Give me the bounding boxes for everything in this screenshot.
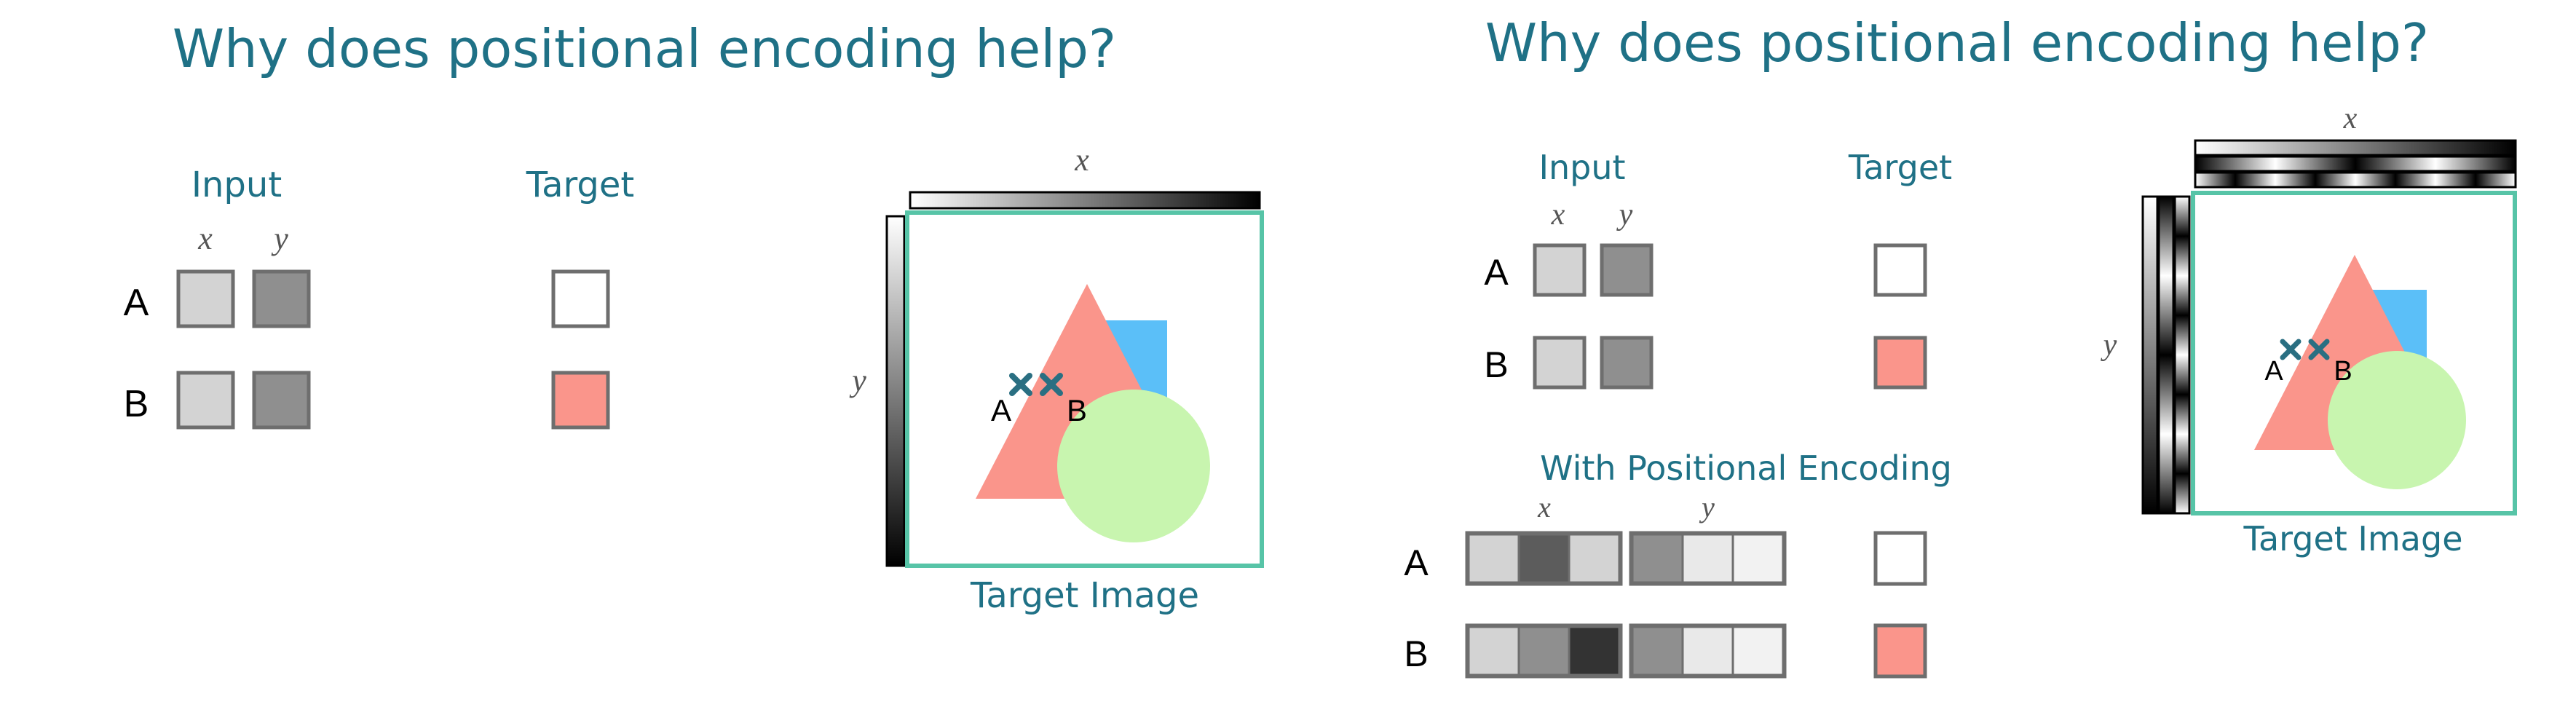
pe-row-a-x-cell	[1467, 533, 1520, 584]
pe-row-b-y-cell	[1731, 625, 1785, 676]
right-image-caption: Target Image	[2243, 519, 2463, 558]
left-marker-b-label: B	[1067, 393, 1087, 427]
left-row-b-label: B	[124, 383, 149, 425]
left-row-b-input-y	[252, 371, 311, 430]
left-green-circle	[1057, 390, 1210, 542]
left-row-a-input-x	[176, 269, 235, 328]
pe-row-a-y-cell	[1681, 533, 1734, 584]
right-row-a-label: A	[1484, 252, 1509, 293]
right-row-a-input-x	[1533, 243, 1587, 297]
left-marker-b-icon	[1040, 373, 1063, 396]
right-row-b-label: B	[1484, 344, 1508, 385]
right-x-bar-3	[2194, 171, 2517, 189]
pe-row-a-target	[1873, 531, 1927, 586]
pe-row-b-x-cell	[1517, 625, 1571, 676]
right-image-y-label: y	[2101, 328, 2117, 362]
right-image-x-label: x	[2343, 102, 2358, 135]
right-y-bar-1	[2141, 195, 2159, 515]
right-panel: Why does positional encoding help? Input…	[1404, 12, 2517, 679]
left-y-gradient-bar	[885, 215, 906, 567]
pe-row-b-x-group	[1465, 623, 1623, 679]
pe-row-b-y-cell	[1681, 625, 1734, 676]
pe-row-a-label: A	[1404, 542, 1429, 583]
pe-row-a-y-cell	[1631, 533, 1684, 584]
left-panel: Why does positional encoding help? Input…	[124, 18, 1264, 616]
pe-row-b-target	[1873, 623, 1927, 679]
pe-row-b-label: B	[1404, 633, 1428, 674]
right-marker-a-icon	[2280, 339, 2302, 360]
right-target-image: x y A B Target Image	[2101, 102, 2517, 558]
pe-row-a-x-cell	[1517, 533, 1571, 584]
pe-title: With Positional Encoding	[1540, 449, 1952, 488]
right-target-label: Target	[1848, 148, 1952, 187]
pe-y-label: y	[1699, 491, 1715, 524]
left-target-label: Target	[526, 165, 635, 205]
right-green-circle	[2328, 351, 2466, 489]
left-target-image: x y A B Target Image	[849, 142, 1264, 616]
left-row-b-target	[551, 371, 610, 430]
right-y-label: y	[1616, 198, 1633, 232]
right-y-bar-2	[2157, 195, 2175, 515]
pe-row-b-x-cell	[1568, 625, 1621, 676]
left-row-a-input-y	[252, 269, 311, 328]
right-input-label: Input	[1538, 148, 1625, 187]
left-image-y-label: y	[849, 363, 866, 398]
left-row-b-input-x	[176, 371, 235, 430]
pe-row-a-y-cell	[1731, 533, 1785, 584]
right-marker-a-label: A	[2264, 356, 2283, 387]
left-image-x-label: x	[1074, 142, 1089, 178]
right-x-bar-1	[2194, 139, 2517, 157]
pe-row-a-x-cell	[1568, 533, 1621, 584]
left-marker-a-label: A	[991, 393, 1011, 427]
left-row-a-target	[551, 269, 610, 328]
left-marker-a-icon	[1009, 373, 1032, 396]
left-x-label: x	[197, 221, 213, 256]
pe-row-a-y-group	[1629, 531, 1787, 586]
pe-row-b-y-cell	[1631, 625, 1684, 676]
pe-x-label: x	[1537, 491, 1551, 524]
left-y-label: y	[271, 221, 288, 256]
pe-row-b-x-cell	[1467, 625, 1520, 676]
left-image-caption: Target Image	[970, 575, 1199, 616]
right-x-label: x	[1551, 198, 1565, 232]
right-row-b-input-x	[1533, 336, 1587, 390]
right-marker-b-label: B	[2334, 356, 2352, 387]
right-x-bar-2	[2194, 155, 2517, 173]
right-row-b-target	[1873, 336, 1927, 390]
right-title: Why does positional encoding help?	[1485, 12, 2429, 74]
right-row-b-input-y	[1600, 336, 1654, 390]
left-x-gradient-bar	[909, 191, 1261, 210]
pe-row-b-y-group	[1629, 623, 1787, 679]
left-title: Why does positional encoding help?	[173, 18, 1116, 79]
right-row-a-input-y	[1600, 243, 1654, 297]
left-input-label: Input	[191, 165, 282, 205]
pe-row-a-x-group	[1465, 531, 1623, 586]
right-y-bar-3	[2173, 195, 2191, 515]
right-marker-b-icon	[2308, 339, 2330, 360]
right-row-a-target	[1873, 243, 1927, 297]
left-row-a-label: A	[124, 282, 149, 324]
